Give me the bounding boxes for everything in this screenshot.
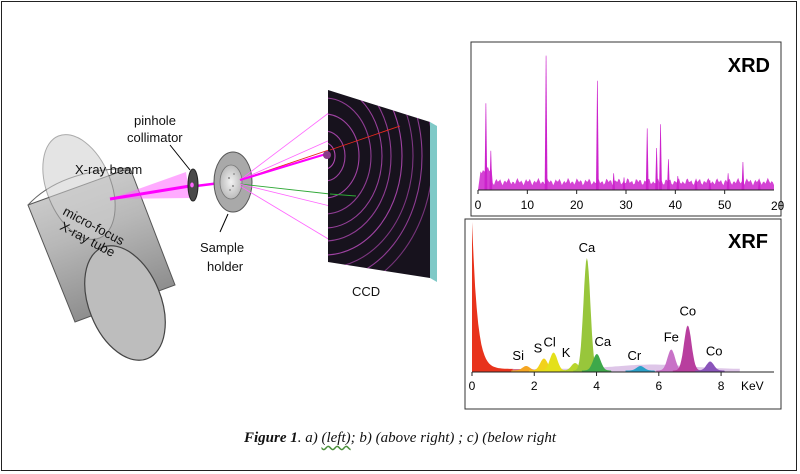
xrf-tick-label: 2 — [531, 379, 538, 393]
xray-tube — [27, 134, 176, 361]
xrd-peak — [655, 148, 658, 190]
xrf-x-axis: 0 2 4 6 8 — [469, 372, 725, 393]
xrd-peak — [484, 103, 488, 190]
xrf-peak — [581, 354, 612, 372]
xrf-element-label: K — [562, 345, 571, 360]
xrd-peak — [595, 80, 599, 190]
collimator-label-line2: collimator — [127, 130, 183, 145]
xrf-tick-label: 8 — [718, 379, 725, 393]
xrd-peak — [741, 162, 745, 190]
xrf-title: XRF — [728, 231, 768, 253]
xrd-tick-label: 0 — [475, 198, 482, 212]
ccd-label: CCD — [352, 284, 380, 299]
xrf-xlabel: KeV — [741, 379, 764, 393]
xrd-peak — [544, 55, 548, 190]
xrf-tick-label: 4 — [593, 379, 600, 393]
xrd-pattern — [478, 55, 774, 190]
xrd-peak — [726, 173, 730, 190]
xrd-peak — [659, 124, 662, 190]
xrf-peak — [656, 349, 687, 372]
xrd-xlabel: 2θ — [771, 199, 785, 213]
xrd-peak — [708, 180, 712, 190]
xrd-peak — [622, 177, 626, 190]
xrd-tick-label: 50 — [718, 198, 732, 212]
figure-caption: Figure 1. a) (left); b) (above right) ; … — [0, 430, 800, 447]
xrf-element-label: Co — [706, 344, 723, 359]
caption-part-bc: ; b) (above right) ; c) (below right — [350, 430, 557, 446]
xrd-tick-label: 40 — [669, 198, 683, 212]
xrd-tick-label: 30 — [619, 198, 633, 212]
xrf-element-label: Fe — [664, 330, 679, 345]
xrf-element-label: Ca — [594, 334, 611, 349]
xrf-low-energy-peak — [472, 222, 522, 372]
sample-holder-label-line1: Sample — [200, 240, 244, 255]
xrf-element-label: Ca — [579, 240, 596, 255]
collimator-label-line1: pinhole — [134, 113, 176, 128]
xrf-peak — [672, 325, 703, 372]
caption-part-a: . a) — [297, 430, 322, 446]
xrf-peak — [695, 361, 726, 372]
xrf-peak — [573, 258, 601, 372]
caption-left: (left) — [321, 430, 351, 446]
xrd-peak — [676, 176, 680, 190]
xrf-tick-label: 0 — [469, 379, 476, 393]
xrd-peak — [612, 173, 616, 190]
xrd-peak — [489, 150, 493, 190]
xrd-title: XRD — [728, 55, 770, 77]
xrf-peak — [625, 366, 656, 372]
caption-figure-number: Figure 1 — [243, 430, 298, 446]
xrd-background — [478, 166, 774, 190]
xrf-element-label: Cl — [543, 335, 555, 350]
xrd-peak — [645, 128, 649, 190]
xrf-peak — [529, 358, 559, 372]
xrd-tick-label: 10 — [521, 198, 535, 212]
setup-illustration: X-ray beam pinhole collimator micro-focu… — [27, 90, 437, 361]
xrd-peak — [667, 159, 670, 190]
sample-holder — [213, 151, 253, 233]
xrf-spectrum — [472, 222, 740, 372]
xrf-tick-label: 6 — [655, 379, 662, 393]
pinhole-collimator — [169, 144, 199, 202]
xrf-element-label: Si — [512, 348, 524, 363]
xrd-peak — [694, 178, 698, 190]
xrd-tick-label: 20 — [570, 198, 584, 212]
xrf-element-label: S — [534, 341, 543, 356]
sample-holder-label-line2: holder — [207, 259, 244, 274]
xrf-peak — [538, 352, 569, 372]
xrd-chart: 0 10 20 30 40 50 XRD 2θ — [470, 41, 785, 217]
xrd-peak — [757, 181, 761, 190]
xrd-x-axis: 0 10 20 30 40 50 — [475, 190, 732, 212]
xray-beam-label: X-ray beam — [75, 162, 142, 177]
xray-beam — [109, 172, 229, 201]
xrf-element-label: Cr — [628, 348, 642, 363]
xrf-element-label: Co — [679, 304, 696, 319]
ccd-detector — [323, 90, 437, 282]
